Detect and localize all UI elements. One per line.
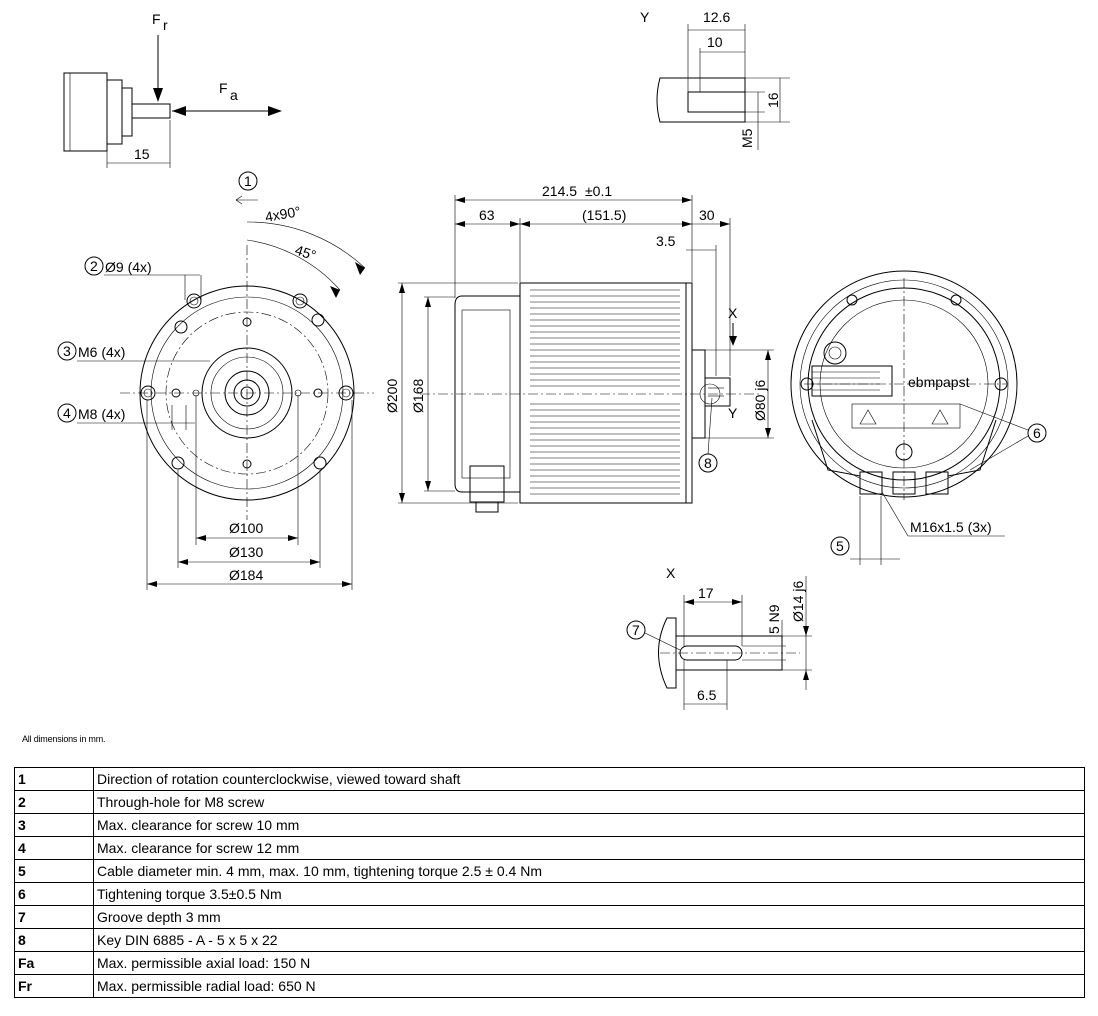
detail-y-depth: 16 — [765, 92, 781, 108]
legend-key: 1 — [14, 767, 94, 791]
dim-63: 63 — [479, 207, 495, 223]
dim-key-width: 5 N9 — [766, 604, 782, 634]
legend-key: 3 — [14, 813, 94, 837]
dim-total-tol: ±0.1 — [585, 183, 612, 199]
label-3: M6 (4x) — [78, 344, 125, 360]
dim-d184: Ø184 — [229, 567, 263, 583]
legend-key: 8 — [14, 928, 94, 952]
callout-3: 3 — [63, 343, 71, 359]
fa-sub: a — [230, 87, 238, 103]
rotation-angle: 4x90° — [264, 203, 302, 225]
detail-y-outer: 12.6 — [703, 9, 730, 25]
legend-text: Cable diameter min. 4 mm, max. 10 mm, ti… — [93, 859, 1085, 883]
view-x-marker: X — [728, 305, 738, 321]
callout-8: 8 — [704, 455, 712, 471]
legend-text: Tightening torque 3.5±0.5 Nm — [93, 882, 1085, 906]
legend-text: Max. permissible axial load: 150 N — [93, 951, 1085, 975]
legend-key: 4 — [14, 836, 94, 860]
detail-y-inner: 10 — [707, 34, 723, 50]
detail-y-thread: M5 — [739, 128, 755, 148]
legend-text: Direction of rotation counterclockwise, … — [93, 767, 1085, 791]
dim-151: (151.5) — [582, 207, 626, 223]
callout-6: 6 — [1033, 425, 1041, 441]
dim-6-5: 6.5 — [697, 687, 717, 703]
legend-text: Max. permissible radial load: 650 N — [93, 974, 1085, 998]
dim-shaft-d: Ø14 j6 — [790, 581, 806, 622]
technical-drawing: F r F a 15 Y 12.6 10 16 M5 — [57, 9, 1047, 710]
cooling-fins — [530, 289, 680, 495]
detail-x: X 17 5 N9 Ø14 j6 6.5 7 — [626, 565, 812, 710]
legend-text: Max. clearance for screw 12 mm — [93, 836, 1085, 860]
detail-x-label: X — [666, 565, 676, 581]
legend-key: 6 — [14, 882, 94, 906]
dim-17: 17 — [698, 585, 714, 601]
legend-text: Key DIN 6885 - A - 5 x 5 x 22 — [93, 928, 1085, 952]
legend-key: Fr — [14, 974, 94, 998]
callout-2: 2 — [90, 258, 98, 274]
callout-5: 5 — [836, 538, 844, 554]
fr-sub: r — [163, 17, 168, 33]
front-view: 4x90° 45° 1 2 Ø9 (4x) 3 M6 (4x) 4 M8 (4x… — [57, 171, 374, 590]
shaft-len-dim: 15 — [134, 146, 150, 162]
callout-4: 4 — [63, 405, 71, 421]
callout-1: 1 — [244, 173, 252, 189]
label-2: Ø9 (4x) — [105, 259, 152, 275]
side-view: 214.5 ±0.1 63 (151.5) 30 3.5 Ø200 Ø168 Ø… — [384, 183, 774, 513]
view-y-marker: Y — [728, 405, 738, 421]
fa-label: F — [219, 80, 228, 96]
dim-d200: Ø200 — [384, 379, 400, 413]
legend-key: 7 — [14, 905, 94, 929]
load-diagram: F r F a 15 — [63, 11, 282, 168]
dim-d130: Ø130 — [229, 544, 263, 560]
fr-label: F — [152, 11, 161, 27]
cable-gland-label: M16x1.5 (3x) — [910, 519, 992, 535]
callout-7: 7 — [632, 622, 640, 638]
legend-text: Groove depth 3 mm — [93, 905, 1085, 929]
angle-45: 45° — [293, 242, 318, 264]
dim-d100: Ø100 — [229, 520, 263, 536]
label-4: M8 (4x) — [78, 406, 125, 422]
dim-total-length: 214.5 — [542, 183, 577, 199]
dim-d168: Ø168 — [410, 379, 426, 413]
dim-d80: Ø80 j6 — [752, 380, 768, 421]
brand-logo: ebmpapst — [908, 374, 970, 390]
legend-text: Max. clearance for screw 10 mm — [93, 813, 1085, 837]
units-note: All dimensions in mm. — [22, 734, 106, 744]
legend-text: Through-hole for M8 screw — [93, 790, 1085, 814]
dim-3-5: 3.5 — [656, 233, 676, 249]
legend-key: 5 — [14, 859, 94, 883]
legend-key: 2 — [14, 790, 94, 814]
rear-view: ebmpapst 6 M16x1.5 (3x) 5 — [790, 270, 1047, 565]
detail-y-label: Y — [640, 9, 650, 25]
dim-30: 30 — [699, 207, 715, 223]
detail-y: Y 12.6 10 16 M5 — [640, 9, 790, 150]
legend-key: Fa — [14, 951, 94, 975]
